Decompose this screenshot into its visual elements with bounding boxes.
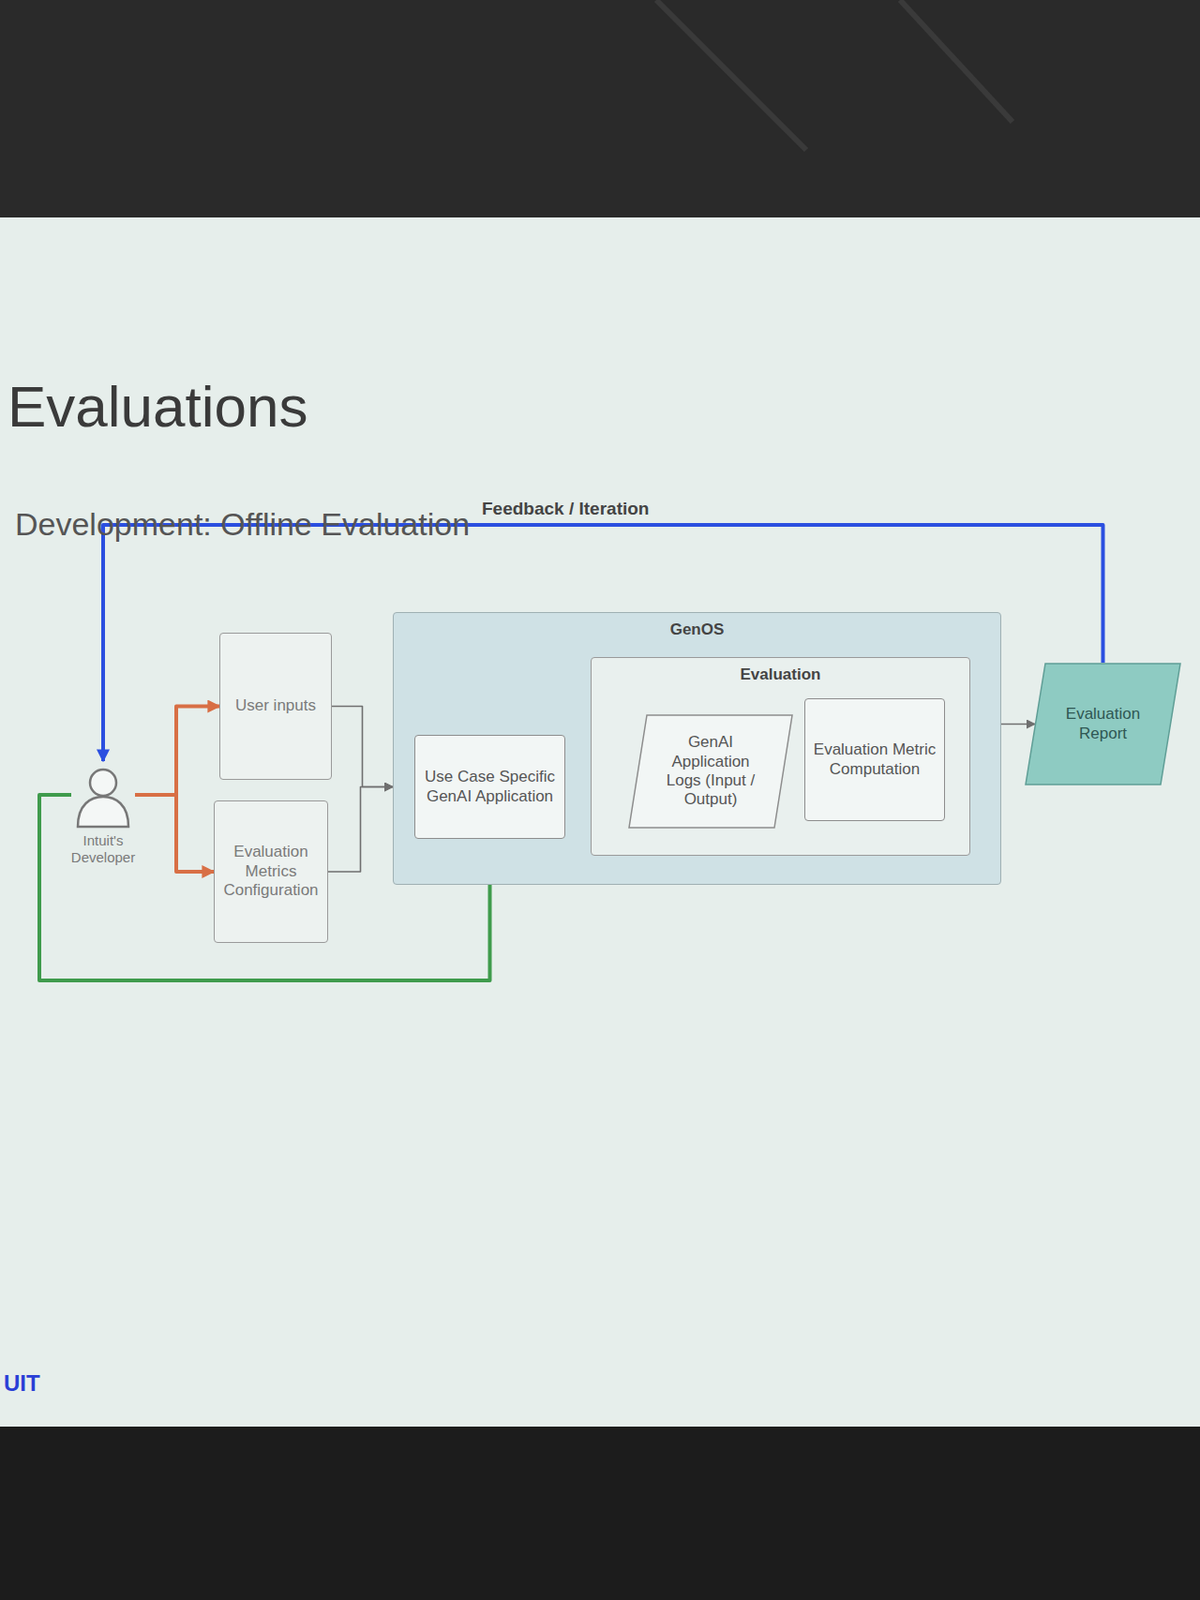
parallelogram: [629, 715, 793, 828]
edge-label: Feedback / Iteration: [478, 498, 653, 520]
node-text: Intuit's Developer: [65, 832, 141, 867]
app-box: Use Case Specific GenAI Application: [414, 735, 566, 840]
input-box: User inputs: [219, 632, 332, 780]
evaluation-group: EvaluationGenAI Application Logs (Input …: [590, 657, 971, 856]
metric-box: Evaluation Metric Computation: [804, 698, 945, 822]
node-text: Evaluation Report: [1049, 705, 1157, 744]
ceiling-beam: [656, 0, 807, 150]
developer-actor: Intuit's Developer: [58, 761, 149, 872]
platform-band: GenOS Use Case Specific GenAI Application…: [392, 612, 1002, 885]
connector: [328, 787, 393, 873]
group-heading: Evaluation: [740, 665, 822, 685]
group-heading: GenOS: [670, 620, 725, 640]
connector: [1001, 723, 1035, 726]
slide-title: Evaluations: [7, 373, 309, 440]
connector: [135, 706, 220, 796]
connector: [331, 706, 393, 788]
report-output: Evaluation Report: [1024, 662, 1182, 786]
ceiling: [0, 0, 1200, 225]
ceiling-beam: [900, 0, 1013, 122]
logo-fragment: UIT: [3, 1370, 41, 1397]
config-box: Evaluation Metrics Configuration: [213, 800, 329, 944]
node-text: GenAI Application Logs (Input / Output): [652, 733, 769, 810]
person-body: [77, 796, 129, 827]
node-text: User inputs: [235, 696, 316, 716]
connector: [135, 795, 214, 872]
log-data-box: GenAI Application Logs (Input / Output): [628, 714, 794, 829]
node-text: Evaluation Metric Computation: [812, 740, 937, 780]
parallelogram: [1025, 663, 1181, 785]
person-head: [90, 769, 117, 796]
ceiling-backdrop: [0, 0, 1200, 225]
node-text: Use Case Specific GenAI Application: [422, 767, 557, 807]
slide-subtitle: Development: Offline Evaluation: [15, 506, 470, 543]
person-icon: [74, 766, 133, 829]
node-text: Evaluation Metrics Configuration: [222, 842, 320, 900]
